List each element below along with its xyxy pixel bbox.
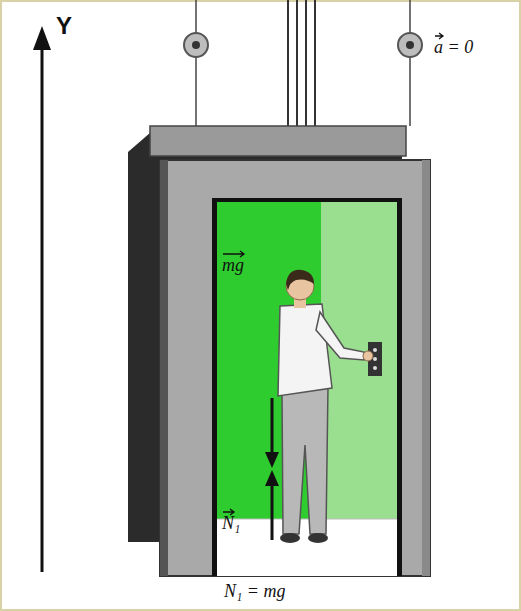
y-axis [33,26,51,572]
axis-label: Y [56,4,72,44]
force-vectors [265,398,279,540]
man-figure [278,270,373,543]
normal-force-label: N₁ [222,506,240,537]
cables [283,0,320,146]
equation-label: N₁ = mg [224,574,285,605]
pulleys [184,0,422,126]
elevator-car [128,126,430,576]
weight-label: mg [222,248,244,279]
acceleration-label: a = 0 [434,30,473,61]
